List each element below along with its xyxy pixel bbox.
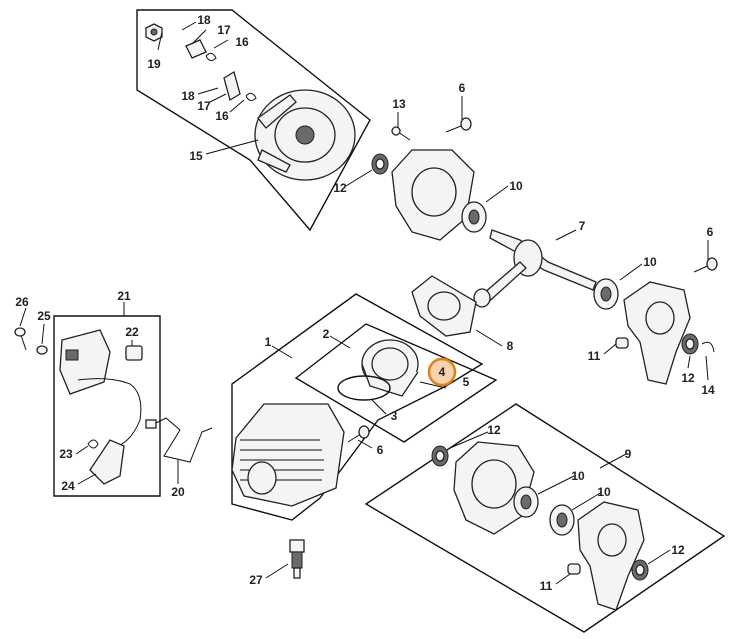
label-21: 21 xyxy=(117,289,131,303)
label-17-mid: 17 xyxy=(197,99,211,113)
label-14: 14 xyxy=(701,383,715,397)
highlight-label-4: 4 xyxy=(439,365,446,379)
label-6-mid: 6 xyxy=(377,443,384,457)
bearing-10-right[interactable] xyxy=(593,278,619,310)
label-12-top: 12 xyxy=(333,181,347,195)
ignition-lead[interactable] xyxy=(77,378,142,447)
short-circuit-wire-20[interactable] xyxy=(145,417,213,463)
connector-22[interactable] xyxy=(125,345,143,361)
label-10-bottom-a: 10 xyxy=(571,469,585,483)
label-16-mid: 16 xyxy=(215,109,229,123)
label-12-right: 12 xyxy=(681,371,695,385)
label-6-right: 6 xyxy=(707,225,714,239)
label-5: 5 xyxy=(463,375,470,389)
label-13: 13 xyxy=(392,97,406,111)
piston-ring-3[interactable] xyxy=(337,375,391,401)
label-25: 25 xyxy=(37,309,51,323)
ignition-module[interactable] xyxy=(59,329,111,395)
screw-6-mid[interactable] xyxy=(347,425,370,443)
label-3: 3 xyxy=(391,409,398,423)
label-12-mid: 12 xyxy=(487,423,501,437)
bearing-10-bottom-a[interactable] xyxy=(513,486,539,518)
screw-6-top[interactable] xyxy=(445,117,472,133)
label-27: 27 xyxy=(249,573,263,587)
sleeve-11-right[interactable] xyxy=(615,337,629,349)
group-frame-9 xyxy=(364,403,726,633)
seal-12-right[interactable] xyxy=(681,333,699,355)
label-23: 23 xyxy=(59,447,73,461)
sleeve-11-bottom[interactable] xyxy=(567,563,581,575)
label-16-top: 16 xyxy=(235,35,249,49)
washer-25[interactable] xyxy=(36,345,48,355)
piston-pin-4[interactable] xyxy=(419,381,447,389)
seal-12-top[interactable] xyxy=(371,153,389,175)
label-17-top: 17 xyxy=(217,23,231,37)
label-22: 22 xyxy=(125,325,139,339)
pawl-17-bottom[interactable] xyxy=(223,71,241,101)
label-18-mid: 18 xyxy=(181,89,195,103)
label-10-right: 10 xyxy=(643,255,657,269)
crankcase-bottom-left[interactable] xyxy=(453,441,535,535)
label-15: 15 xyxy=(189,149,203,163)
bearing-10-bottom-b[interactable] xyxy=(549,504,575,536)
bearing-10-top[interactable] xyxy=(461,201,487,233)
fan-wheel[interactable] xyxy=(254,89,356,181)
gasket-8[interactable] xyxy=(411,275,477,337)
highlight-marker-4[interactable]: 4 xyxy=(427,357,457,387)
label-20: 20 xyxy=(171,485,185,499)
screw-26[interactable] xyxy=(14,327,27,351)
crankshaft-7[interactable] xyxy=(473,229,597,308)
label-11-right: 11 xyxy=(588,349,601,363)
crankcase-bottom-right[interactable] xyxy=(577,501,645,611)
label-1: 1 xyxy=(265,335,272,349)
label-19: 19 xyxy=(147,57,161,71)
group-frame-2 xyxy=(294,323,498,443)
label-7: 7 xyxy=(579,219,586,233)
seal-12-bottom-right[interactable] xyxy=(631,559,649,581)
screw-13[interactable] xyxy=(391,126,411,141)
label-8: 8 xyxy=(507,339,514,353)
spring-23[interactable] xyxy=(87,439,99,449)
label-9: 9 xyxy=(625,447,632,461)
group-frame-1 xyxy=(231,293,484,521)
label-10-top: 10 xyxy=(509,179,523,193)
pawl-17-top[interactable] xyxy=(185,39,207,59)
label-26: 26 xyxy=(15,295,29,309)
spring-16-top[interactable] xyxy=(205,52,217,62)
label-6-top: 6 xyxy=(459,81,466,95)
label-11-bottom: 11 xyxy=(540,579,553,593)
part-labels: 19 18 17 16 18 17 16 15 13 6 12 10 7 6 1… xyxy=(15,13,715,593)
spark-plug-27[interactable] xyxy=(289,539,305,579)
label-12-bottom: 12 xyxy=(671,543,685,557)
spring-16-bottom[interactable] xyxy=(245,92,257,102)
crankcase-half-right[interactable] xyxy=(623,281,691,385)
seal-12-bottom-left[interactable] xyxy=(431,445,449,467)
nut-19[interactable] xyxy=(145,23,163,42)
label-18-top: 18 xyxy=(197,13,211,27)
label-10-bottom-b: 10 xyxy=(597,485,611,499)
circlip-14[interactable] xyxy=(701,341,715,353)
leader-lines xyxy=(19,21,709,585)
spark-plug-boot-24[interactable] xyxy=(89,439,125,485)
label-24: 24 xyxy=(61,479,75,493)
cylinder[interactable] xyxy=(231,403,345,507)
crankcase-half-left[interactable] xyxy=(391,149,475,241)
group-frame-21 xyxy=(53,315,161,497)
label-2: 2 xyxy=(323,327,330,341)
screw-6-right[interactable] xyxy=(693,257,718,273)
group-frame-15 xyxy=(136,9,371,232)
